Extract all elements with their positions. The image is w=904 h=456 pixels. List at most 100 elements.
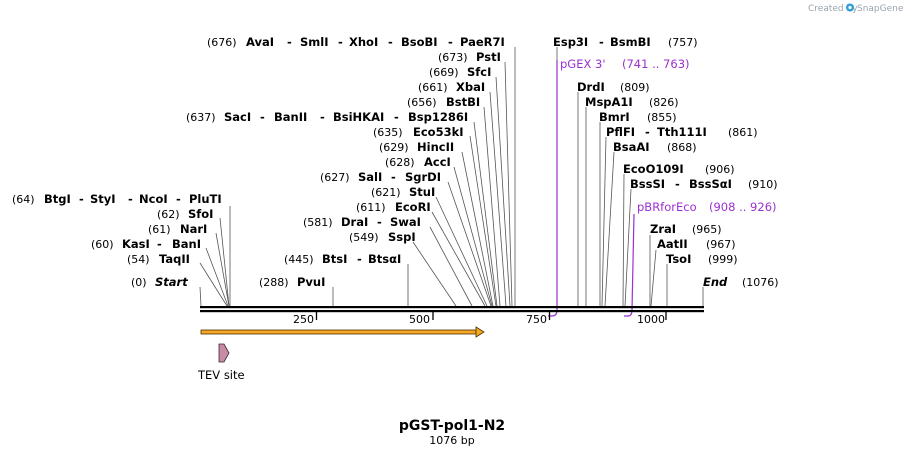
site-sep: -: [157, 237, 162, 251]
ruler-label-500: 500: [409, 313, 430, 326]
pointer-sali: [447, 181, 492, 307]
site-label-sspi: (549) SspI: [349, 230, 416, 244]
site-name: NcoI: [139, 192, 168, 206]
site-name: PstI: [476, 50, 501, 64]
site-name: XbaI: [456, 80, 485, 94]
snapgene-logo-icon: [846, 3, 854, 12]
site-label-ecoo109i: EcoO109I (906): [623, 162, 735, 176]
site-pos: (60): [91, 238, 114, 251]
primer-label-pbrforeco: pBRforEco (908 .. 926): [637, 200, 777, 214]
site-name: DraI: [341, 215, 368, 229]
site-pos: (855): [647, 111, 677, 124]
site-name: SacI: [224, 110, 251, 124]
site-label-sfoi: (62) SfoI: [157, 207, 213, 221]
site-name: SalI: [358, 170, 382, 184]
site-name: BsoBI: [401, 35, 438, 49]
svg-text:-: -: [448, 35, 453, 49]
site-name: SfoI: [188, 207, 213, 221]
site-name: Eco53kI: [413, 125, 464, 139]
site-pos: (635): [373, 126, 403, 139]
plasmid-title: pGST-pol1-N2: [399, 418, 505, 434]
site-pos: (61): [148, 223, 171, 236]
site-name: EcoO109I: [623, 162, 684, 176]
primer-pgex3-bracket: [548, 60, 558, 317]
site-name: Start: [155, 275, 188, 289]
site-pos: (965): [692, 223, 722, 236]
site-label-start: (0) Start: [131, 275, 188, 289]
svg-text:-: -: [388, 35, 393, 49]
site-label-kasi: (60) KasI - BanI: [91, 237, 201, 251]
pointer-bsssi: [624, 188, 632, 307]
ruler-label-250: 250: [293, 313, 314, 326]
credit-brand: SnapGene: [857, 4, 904, 14]
site-pos: (54): [127, 253, 150, 266]
pointer-hincii: [461, 151, 494, 307]
site-label-sfci: (669) SfcI: [429, 65, 491, 79]
svg-text:-: -: [260, 110, 265, 124]
site-label-bmri: BmrI (855): [599, 110, 677, 124]
site-label-sali: (627) SalI - SgrDI: [320, 170, 441, 184]
site-name: PvuI: [297, 275, 325, 289]
site-pos: (611): [356, 201, 386, 214]
pointer-taqii: [199, 262, 228, 307]
site-name: PluTI: [189, 192, 222, 206]
tev-site-feature: TEV site: [197, 343, 245, 382]
site-pos: (621): [371, 186, 401, 199]
snapgene-credit: Created by SnapGene: [808, 3, 904, 14]
pointer-xbai: [489, 91, 507, 307]
pointer-ecori: [431, 211, 486, 307]
credit-prefix: Created by: [808, 4, 858, 14]
site-pos: (64): [12, 193, 35, 206]
svg-text:-: -: [391, 170, 396, 184]
site-pos: (910): [748, 178, 778, 191]
site-label-psti: (673) PstI: [438, 50, 501, 64]
ruler-label-750: 750: [526, 313, 547, 326]
ruler-label-1000: 1000: [637, 313, 665, 326]
svg-text:-: -: [394, 110, 399, 124]
site-label-pvui: (288) PvuI: [259, 275, 325, 289]
svg-text:-: -: [599, 35, 604, 49]
site-name: TaqII: [159, 252, 190, 266]
site-label-taqii: (54) TaqII: [127, 252, 190, 266]
site-label-nari: (61) NarI: [148, 222, 207, 236]
orf-arrow: [200, 326, 485, 338]
site-label-drdi: DrdI (809): [577, 80, 650, 94]
pointer-saci: [473, 121, 498, 307]
site-label-bstbi: (656) BstBI: [407, 95, 480, 109]
site-label-acci: (628) AccI: [385, 155, 451, 169]
site-label-aatii: AatII (967): [657, 237, 736, 251]
site-label-bsaai: BsaAI (868): [613, 140, 697, 154]
site-name: TsoI: [666, 252, 691, 266]
pointer-sfoi: [219, 217, 230, 307]
site-label-bsssi: BssSI - BssSαI (910): [630, 177, 778, 191]
site-pos: (549): [349, 231, 379, 244]
sequence-backbone: [200, 306, 704, 313]
site-name: MspA1I: [585, 95, 633, 109]
site-name: AvaI: [246, 35, 274, 49]
site-name: SspI: [388, 230, 416, 244]
svg-text:-: -: [320, 110, 325, 124]
site-name: Tth111I: [657, 125, 707, 139]
pointer-kasi: [205, 247, 229, 307]
svg-text:-: -: [287, 35, 292, 49]
site-name: BssSαI: [689, 177, 732, 191]
site-pos: (62): [157, 208, 180, 221]
site-name: BanI: [172, 237, 201, 251]
plasmid-length: 1076 bp: [429, 434, 474, 447]
pointer-aatii: [650, 249, 657, 307]
site-name: AatII: [657, 237, 688, 251]
svg-text:-: -: [79, 192, 84, 206]
site-pos: (656): [407, 96, 437, 109]
site-name: SwaI: [390, 215, 421, 229]
site-pos: (637): [186, 111, 216, 124]
site-name: PflFI: [606, 125, 635, 139]
site-name: End: [703, 275, 728, 289]
primer-label-pgex3: pGEX 3' (741 .. 763): [560, 57, 690, 71]
site-name: SgrDI: [405, 170, 441, 184]
pointer-sspi: [412, 241, 457, 307]
ruler: 250 500 750 1000: [293, 312, 667, 326]
site-pos: (868): [667, 141, 697, 154]
pointer-bstbi: [483, 106, 501, 307]
svg-text:-: -: [645, 125, 650, 139]
